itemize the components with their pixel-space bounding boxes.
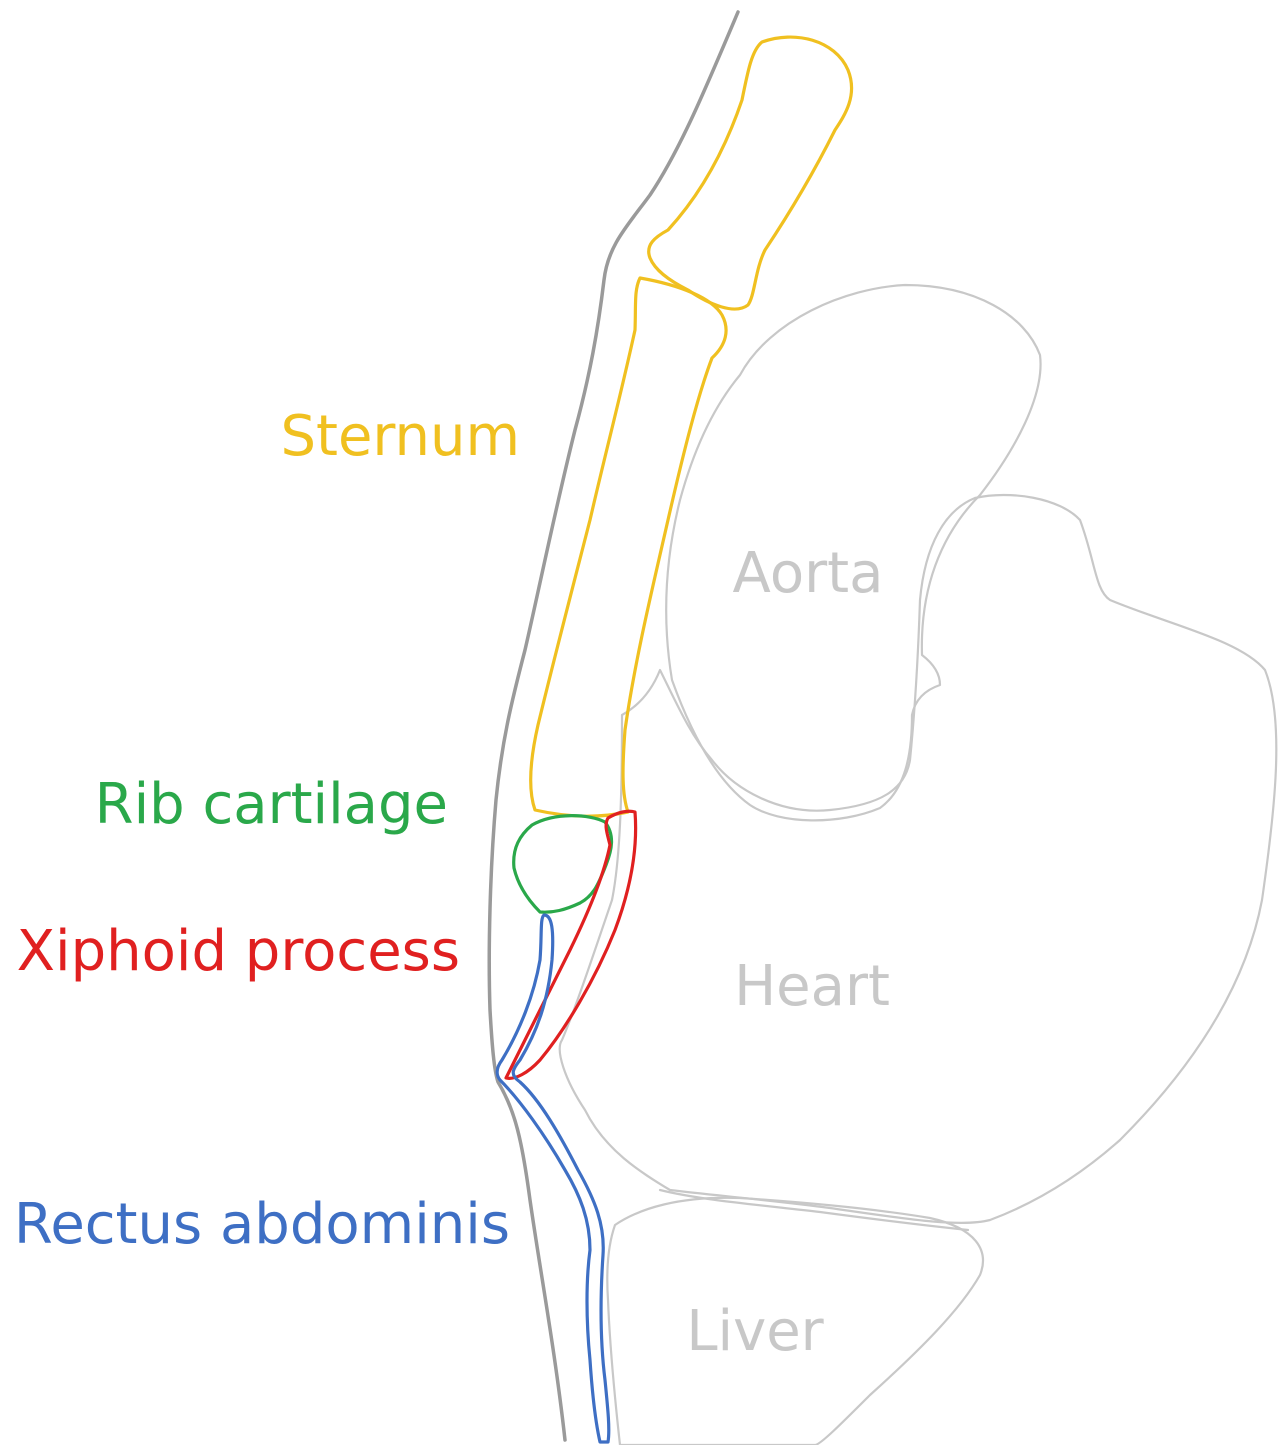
liver-fissure — [660, 1190, 968, 1230]
rectus-abdominis-label: Rectus abdominis — [14, 1192, 510, 1257]
xiphoid-process-label: Xiphoid process — [17, 919, 460, 984]
sternum-label: Sternum — [280, 404, 520, 469]
aorta-label: Aorta — [733, 541, 884, 606]
heart-label: Heart — [734, 954, 890, 1019]
sternum-upper-segment — [649, 37, 852, 309]
rectus-abdominis-outline — [497, 915, 609, 1442]
liver-label: Liver — [686, 1299, 824, 1364]
xiphoid-process-outline — [506, 811, 636, 1078]
rib-cartilage-outline — [514, 816, 612, 913]
rib-cartilage-label: Rib cartilage — [95, 772, 448, 837]
